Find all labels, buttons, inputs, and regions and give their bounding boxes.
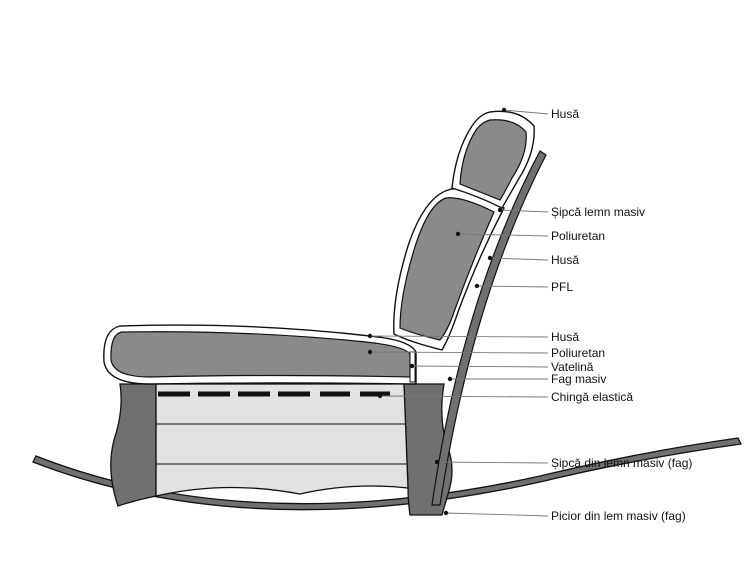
leader-husa-seat [369, 335, 549, 338]
leader-poliuretan-back [457, 233, 549, 237]
label-poliuretan-back: Poliuretan [551, 229, 606, 243]
label-sipca-lemn-masiv-fag: Șipcă din lemn masiv (fag) [551, 456, 693, 470]
label-husa-back: Husă [551, 253, 580, 267]
dot-husa-back [487, 255, 493, 261]
dot-husa-headrest [501, 107, 507, 113]
dot-pfl [474, 283, 480, 289]
leader-chinga [379, 395, 549, 398]
leader-picior [445, 512, 549, 517]
leader-lines [369, 109, 549, 517]
leader-vatelina [411, 365, 549, 368]
dot-poliuretan-back [455, 231, 461, 237]
leader-sipca-fag [436, 461, 549, 464]
label-poliuretan-seat: Poliuretan [551, 346, 606, 360]
dot-vatelina [409, 363, 415, 369]
label-vatelina: Vatelină [551, 360, 594, 374]
dot-sipca [497, 207, 503, 213]
label-fag-masiv: Fag masiv [551, 372, 607, 386]
leader-husa-headrest [503, 109, 549, 115]
label-picior-lemn-masiv-fag: Picior din lem masiv (fag) [551, 509, 686, 523]
label-chinga-elastica: Chingă elastică [551, 390, 634, 404]
label-pfl: PFL [551, 280, 574, 294]
leader-sipca [499, 209, 549, 213]
back-cushion [399, 197, 495, 341]
rocker-leg [32, 437, 742, 511]
leader-husa-back [489, 257, 549, 261]
dot-husa-seat [367, 333, 373, 339]
seat-cushion [110, 331, 411, 378]
leader-poliuretan-seat [369, 351, 549, 354]
back-slat [431, 150, 547, 506]
leader-pfl [476, 285, 549, 288]
dot-chinga [377, 393, 383, 399]
dot-poliuretan-seat [367, 349, 373, 355]
leader-dots [367, 107, 507, 516]
label-husa-seat: Husă [551, 330, 580, 344]
seat-apron-panel [155, 383, 409, 497]
dot-fag-masiv [447, 376, 453, 382]
headrest-cushion [459, 119, 527, 201]
dot-sipca-fag [434, 459, 440, 465]
label-husa-headrest: Husă [551, 107, 580, 121]
dot-picior [443, 510, 449, 516]
front-leg [110, 383, 157, 507]
label-sipca-lemn-masiv: Șipcă lemn masiv [551, 205, 646, 219]
